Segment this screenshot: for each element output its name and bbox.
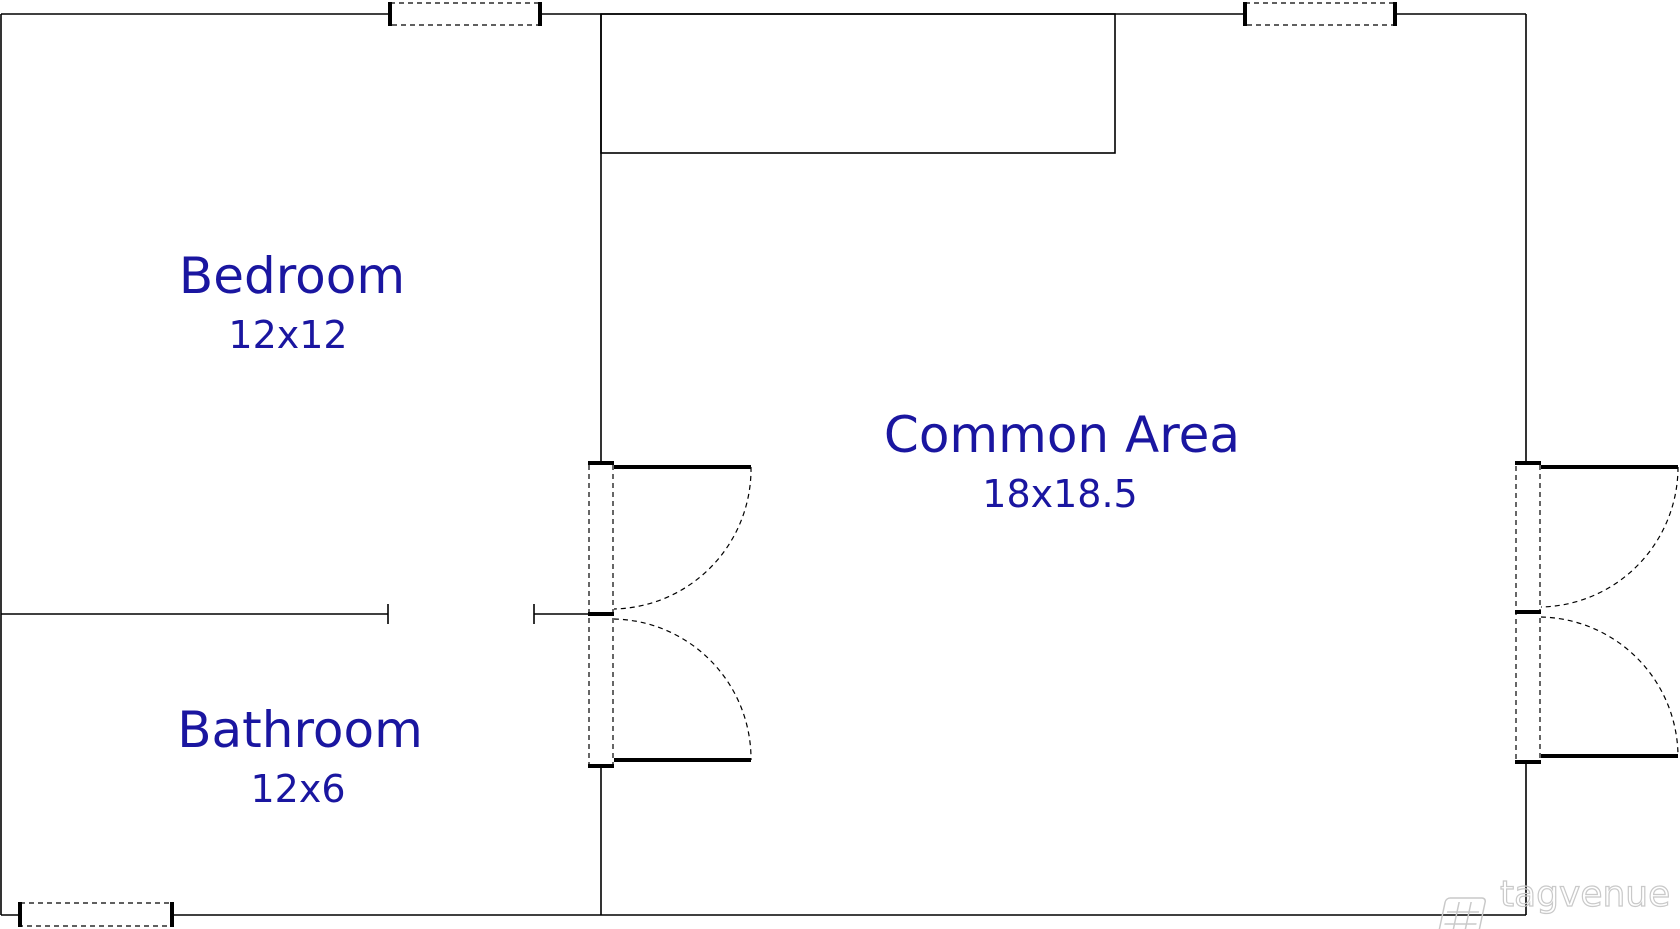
bedroom-size: 12x12 — [228, 313, 347, 357]
room-common-area: Common Area 18x18.5 — [884, 406, 1240, 516]
counter — [600, 13, 1116, 154]
watermark-text: tagvenue — [1500, 874, 1670, 915]
common-area-name: Common Area — [884, 406, 1240, 464]
watermark: tagvenue — [1437, 873, 1671, 929]
window-top-right — [1243, 2, 1397, 26]
common-area-size: 18x18.5 — [982, 472, 1137, 516]
double-door-exterior — [1515, 461, 1679, 764]
window-top-left — [388, 2, 542, 26]
window-bottom-left — [18, 902, 174, 927]
tagvenue-logo-icon — [1437, 897, 1487, 929]
outer-walls — [0, 13, 1527, 916]
bathroom-name: Bathroom — [177, 701, 423, 759]
bedroom-name: Bedroom — [179, 247, 405, 305]
interior-walls — [1, 14, 602, 915]
room-bathroom: Bathroom 12x6 — [177, 701, 423, 811]
bathroom-size: 12x6 — [250, 767, 345, 811]
double-door-interior — [588, 461, 752, 768]
room-bedroom: Bedroom 12x12 — [179, 247, 405, 357]
